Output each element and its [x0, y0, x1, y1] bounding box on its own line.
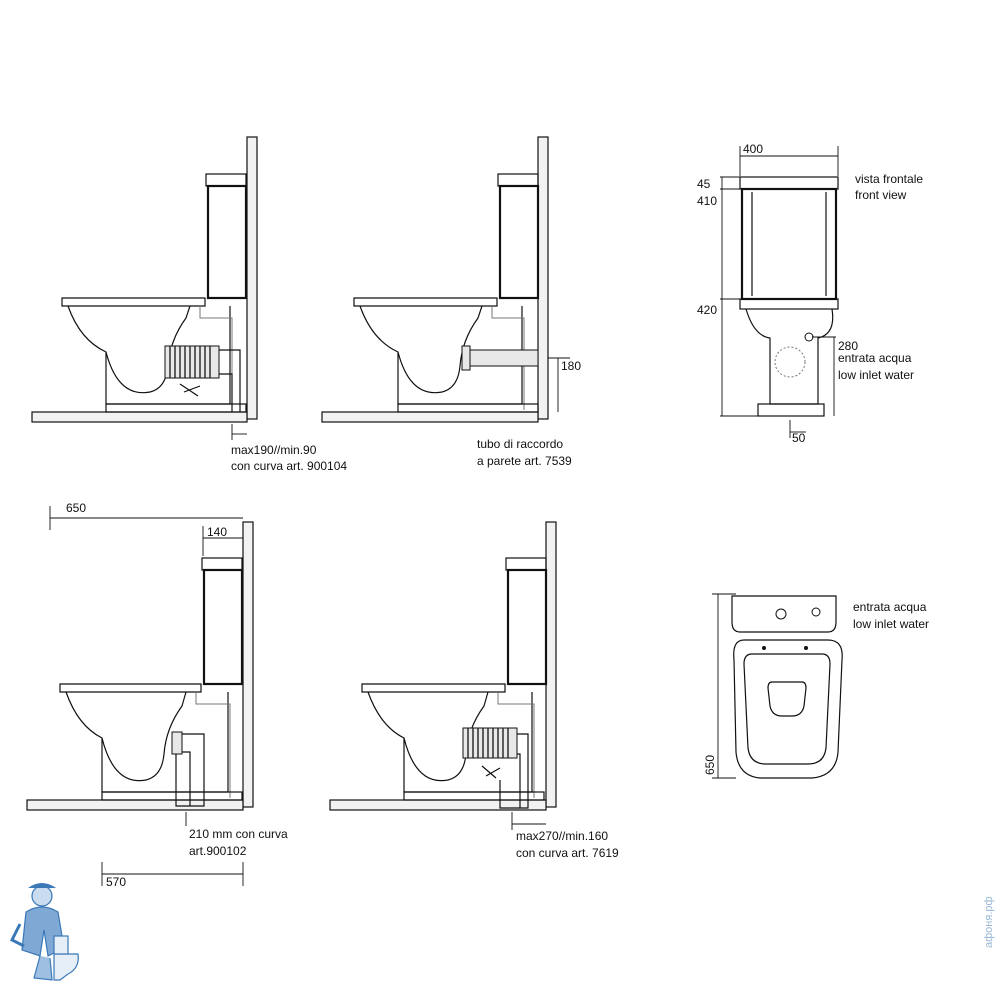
- floor: [31, 411, 248, 423]
- tank-lid: [497, 173, 539, 187]
- plumber-mascot-icon: [9, 883, 79, 981]
- connector: [481, 765, 501, 779]
- pipe-flange: [171, 731, 183, 755]
- base: [757, 403, 825, 417]
- inlet-label-it: entrata acqua: [853, 600, 927, 614]
- bowl: [745, 308, 834, 405]
- side-view-4: max270//min.160 con curva art. 7619: [329, 521, 619, 860]
- base: [403, 791, 545, 801]
- floor: [321, 411, 539, 423]
- tank-top: [731, 595, 837, 633]
- base: [397, 403, 539, 413]
- flex-pipe: [164, 345, 220, 379]
- dim-height: 180: [561, 359, 581, 373]
- tank: [206, 184, 248, 300]
- seat: [361, 683, 506, 693]
- bowl-outline: [497, 692, 535, 798]
- dim-length: 650: [703, 755, 717, 775]
- dim-tank-depth: 140: [207, 525, 227, 539]
- tank-lid: [739, 176, 839, 190]
- bowl: [65, 691, 229, 793]
- inlet-label-it: entrata acqua: [838, 351, 912, 365]
- tank: [740, 187, 838, 301]
- watermark: афоня.рф: [983, 896, 995, 948]
- bowl: [367, 691, 533, 793]
- seat: [353, 297, 498, 307]
- dim-bowl: 420: [697, 303, 717, 317]
- bowl-outline: [195, 692, 231, 798]
- connector: [179, 383, 201, 397]
- wall: [242, 521, 254, 808]
- down-pipe: [175, 733, 205, 807]
- tank: [498, 184, 540, 300]
- dim-inlet: 280: [838, 339, 858, 353]
- seat: [59, 683, 202, 693]
- dim-depth: 650: [66, 501, 86, 515]
- tank-lid: [201, 557, 243, 571]
- down-pipe: [499, 733, 529, 809]
- view-label-en: front view: [855, 188, 907, 202]
- flex-pipe: [462, 727, 518, 759]
- bowl-opening: [767, 681, 807, 717]
- wall: [537, 136, 549, 420]
- dim-width: 400: [743, 142, 763, 156]
- hinge-dot: [804, 646, 808, 650]
- tank: [202, 568, 244, 686]
- note-line-1: max270//min.160: [516, 829, 608, 843]
- seat: [739, 298, 839, 310]
- pipe-ribs: [467, 728, 509, 758]
- bowl: [359, 305, 523, 405]
- seat-outline: [733, 639, 843, 779]
- view-label-it: vista frontale: [855, 172, 923, 186]
- tank-lid: [505, 557, 547, 571]
- bowl-outline: [199, 306, 233, 410]
- wall: [545, 521, 557, 808]
- tank: [506, 568, 548, 686]
- hinge-dot: [762, 646, 766, 650]
- base: [101, 791, 243, 801]
- seat: [61, 297, 206, 307]
- side-view-2: 180 tubo di raccordo a parete art. 7539: [321, 136, 581, 468]
- note-line-2: con curva art. 900104: [231, 459, 347, 473]
- top-view: 650 entrata acqua low inlet water: [703, 593, 929, 779]
- side-view-3: 650 140 210 mm con curva art.900102 570: [26, 501, 288, 889]
- tank-lid: [205, 173, 247, 187]
- inlet-label-en: low inlet water: [853, 617, 929, 631]
- seat-inner: [743, 653, 831, 765]
- side-view-1: max190//min.90 con curva art. 900104: [31, 136, 347, 473]
- flush-button-icon: [775, 608, 787, 620]
- note-line-1: tubo di raccordo: [477, 437, 563, 451]
- note-line-1: 210 mm con curva: [189, 827, 288, 841]
- base: [105, 403, 247, 413]
- inlet-marker-icon: [811, 607, 821, 617]
- note-line-2: a parete art. 7539: [477, 454, 572, 468]
- note-line-2: con curva art. 7619: [516, 846, 619, 860]
- elbow: [219, 349, 241, 412]
- dim-floor: 570: [106, 875, 126, 889]
- pipe-flange: [461, 345, 471, 371]
- front-view: 400 45 410 420 280 entrata acqua low inl…: [697, 142, 923, 445]
- note-line-2: art.900102: [189, 844, 247, 858]
- dim-tank: 410: [697, 194, 717, 208]
- dim-outlet: 50: [792, 431, 806, 445]
- floor: [26, 799, 244, 811]
- dim-top: 45: [697, 177, 711, 191]
- pipe-ribs: [169, 346, 211, 378]
- inlet-label-en: low inlet water: [838, 368, 914, 382]
- wall: [246, 136, 258, 420]
- inlet-marker-icon: [804, 332, 814, 342]
- wall-pipe: [469, 349, 539, 367]
- bowl: [67, 305, 231, 405]
- note-line-1: max190//min.90: [231, 443, 317, 457]
- outlet-circle: [774, 346, 806, 378]
